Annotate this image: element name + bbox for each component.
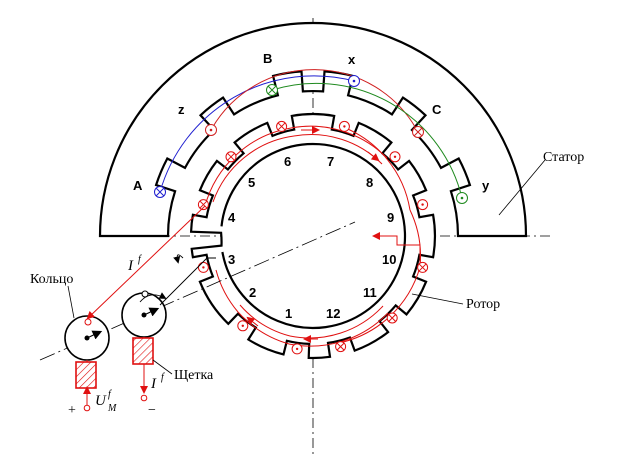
svg-text:f: f [108,389,112,400]
slot-number-12: 12 [326,306,340,321]
current-symbol-lower: I f [150,372,165,392]
rotor-conductor-7-dot-icon [338,120,350,132]
rotor-label: Ротор [466,297,500,312]
slot-number-2: 2 [249,285,256,300]
rotor-conductor-4-cross-icon [197,199,209,211]
rotor-conductor-3-dot-icon [197,261,209,273]
stator-label: Статор [543,150,584,165]
phase-label-y: y [482,178,490,193]
phase-label-B: B [263,51,272,66]
conductor-A-cross-icon [154,186,166,198]
rotor-conductor-12-cross-icon [335,341,347,353]
slot-number-1: 1 [285,306,292,321]
slot-number-10: 10 [382,252,396,267]
plus-sign: + [68,403,76,418]
brush-1 [75,361,97,389]
rotor-conductor-8-dot-icon [389,151,401,163]
stator-outline [98,21,528,238]
svg-text:M: M [107,403,117,414]
rotor-conductor-11-cross-icon [386,312,398,324]
winding-phase-b [210,69,419,133]
phase-label-x: x [348,52,356,67]
svg-text:U: U [95,393,107,409]
rotor-core [189,113,436,360]
voltage-symbol: U f M [95,389,117,414]
conductor-B-cross-icon [266,84,278,96]
slip-ring-label: Кольцо [30,272,73,287]
rotor-conductor-2-dot-icon [237,320,249,332]
slot-number-3: 3 [228,252,235,267]
winding-phase-c [271,82,463,199]
phase-label-A: A [133,178,143,193]
slot-number-9: 9 [387,210,394,225]
rotor-conductor-10-cross-icon [417,261,429,273]
brushes [75,337,154,412]
svg-text:I: I [127,258,134,274]
field-leads [84,205,216,326]
phase-windings [159,69,463,199]
conductor-y-dot-icon [456,192,468,204]
stator-conductors [154,75,468,204]
polarity-marks: + − [68,403,156,418]
rotor-conductor-9-dot-icon [417,199,429,211]
stator-callout: Статор [498,150,584,216]
conductor-x-dot-icon [348,75,360,87]
slot-number-11: 11 [363,285,377,300]
phase-label-z: z [178,102,185,117]
slot-number-5: 5 [248,175,255,190]
rotor-conductor-6-cross-icon [276,120,288,132]
slot-number-8: 8 [366,175,373,190]
slot-number-7: 7 [327,154,334,169]
svg-text:f: f [138,254,142,265]
rotor-outline [189,113,436,360]
conductor-C-cross-icon [412,126,424,138]
svg-text:I: I [150,376,157,392]
phase-label-C: C [432,102,442,117]
minus-sign: − [148,403,156,418]
current-symbol-upper: I f [127,254,142,274]
slot-number-6: 6 [284,154,291,169]
conductor-z-dot-icon [205,124,217,136]
rotor-conductor-5-cross-icon [225,151,237,163]
stator-phase-labels: A z B x C y [133,51,490,193]
brush-2 [132,337,154,365]
winding-phase-a [159,75,355,193]
component-labels: Кольцо Щетка [30,272,214,383]
brush-label: Щетка [174,368,214,383]
rotor-conductor-1-dot-icon [291,343,303,355]
slot-number-4: 4 [228,210,236,225]
stator-yoke [98,21,528,238]
rotor-callout: Ротор [411,293,500,312]
rotor-conductors [197,120,429,355]
svg-text:f: f [161,372,165,383]
rotor-slot-numbers: 1 2 3 4 5 6 7 8 9 10 11 12 [228,154,396,321]
